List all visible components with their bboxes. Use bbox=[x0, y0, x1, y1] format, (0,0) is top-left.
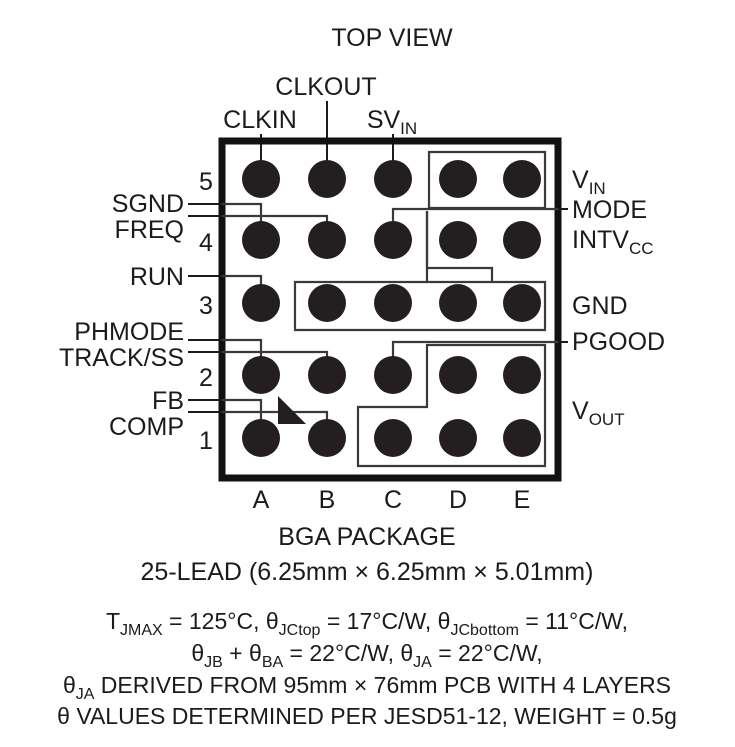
right-label-intvcc: INTVCC bbox=[572, 226, 654, 258]
right-leader-lines bbox=[558, 208, 568, 343]
left-label-run: RUN bbox=[130, 263, 184, 291]
thermal-note-line-4: θ VALUES DETERMINED PER JESD51-12, WEIGH… bbox=[57, 703, 677, 729]
right-label-vin: VIN bbox=[572, 166, 606, 198]
ball-a3 bbox=[242, 284, 280, 322]
ball-b4 bbox=[308, 221, 346, 259]
left-label-trackss: TRACK/SS bbox=[59, 344, 184, 372]
left-label-sgnd: SGND bbox=[112, 190, 184, 218]
column-letter-a: A bbox=[253, 486, 270, 514]
thermal-note-line-2: θJB + θBA = 22°C/W, θJA = 22°C/W, bbox=[191, 640, 542, 671]
ball-d1 bbox=[439, 419, 477, 457]
ball-a4 bbox=[242, 221, 280, 259]
column-letter-c: C bbox=[384, 486, 402, 514]
column-letter-d: D bbox=[449, 486, 467, 514]
ball-d3 bbox=[439, 284, 477, 322]
top-label-clkin: CLKIN bbox=[223, 106, 297, 134]
ball-c1 bbox=[374, 419, 412, 457]
right-label-vout: VOUT bbox=[572, 397, 625, 429]
row-number-group: 5 4 3 2 1 bbox=[199, 168, 213, 455]
right-label-mode: MODE bbox=[572, 196, 647, 224]
left-label-phmode: PHMODE bbox=[74, 318, 184, 346]
trace-gnd-group bbox=[293, 280, 547, 332]
row-number-3: 3 bbox=[199, 292, 213, 320]
right-label-gnd: GND bbox=[572, 292, 628, 320]
package-spec-caption: 25-LEAD (6.25mm × 6.25mm × 5.01mm) bbox=[141, 558, 594, 586]
left-label-freq: FREQ bbox=[115, 216, 184, 244]
ball-e4 bbox=[503, 221, 541, 259]
ball-c4 bbox=[374, 221, 412, 259]
ball-a5 bbox=[242, 160, 280, 198]
row-number-1: 1 bbox=[199, 427, 213, 455]
ball-e1 bbox=[503, 419, 541, 457]
ball-d5 bbox=[439, 160, 477, 198]
ball-e3 bbox=[503, 284, 541, 322]
thermal-note-line-3: θJA DERIVED FROM 95mm × 76mm PCB WITH 4 … bbox=[63, 672, 671, 703]
trace-vout-group bbox=[356, 343, 547, 468]
row-number-4: 4 bbox=[199, 229, 213, 257]
row-number-5: 5 bbox=[199, 168, 213, 196]
ball-b1 bbox=[308, 419, 346, 457]
ball-b2 bbox=[308, 356, 346, 394]
column-letter-e: E bbox=[514, 486, 531, 514]
ball-a1 bbox=[242, 419, 280, 457]
ball-b3 bbox=[308, 284, 346, 322]
diagram-title: TOP VIEW bbox=[331, 24, 453, 52]
left-leader-lines bbox=[188, 203, 222, 413]
top-label-svin: SVIN bbox=[367, 106, 417, 138]
right-label-pgood: PGOOD bbox=[572, 328, 665, 356]
ball-grid bbox=[242, 160, 541, 457]
ball-a2 bbox=[242, 356, 280, 394]
ball-c5 bbox=[374, 160, 412, 198]
thermal-notes-block: TJMAX = 125°C, θJCtop = 17°C/W, θJCbotto… bbox=[57, 608, 677, 729]
package-body-outline bbox=[218, 137, 562, 482]
package-name-caption: BGA PACKAGE bbox=[278, 523, 455, 551]
column-letter-b: B bbox=[319, 486, 336, 514]
ball-d2 bbox=[439, 356, 477, 394]
ball-b5 bbox=[308, 160, 346, 198]
column-letter-group: A B C D E bbox=[253, 486, 531, 514]
left-label-group: SGND FREQ RUN PHMODE TRACK/SS FB COMP bbox=[59, 190, 184, 441]
left-label-fb: FB bbox=[152, 387, 184, 415]
ball-d4 bbox=[439, 221, 477, 259]
ball-c2 bbox=[374, 356, 412, 394]
right-label-group: VIN MODE INTVCC GND PGOOD VOUT bbox=[572, 166, 665, 429]
row-number-2: 2 bbox=[199, 364, 213, 392]
pin-1-indicator-icon bbox=[278, 396, 306, 424]
ball-c3 bbox=[374, 284, 412, 322]
top-label-clkout: CLKOUT bbox=[275, 73, 376, 101]
top-label-group: CLKIN CLKOUT SVIN bbox=[223, 73, 417, 138]
thermal-note-line-1: TJMAX = 125°C, θJCtop = 17°C/W, θJCbotto… bbox=[106, 608, 628, 639]
left-label-comp: COMP bbox=[109, 413, 184, 441]
ball-e5 bbox=[503, 160, 541, 198]
ball-e2 bbox=[503, 356, 541, 394]
